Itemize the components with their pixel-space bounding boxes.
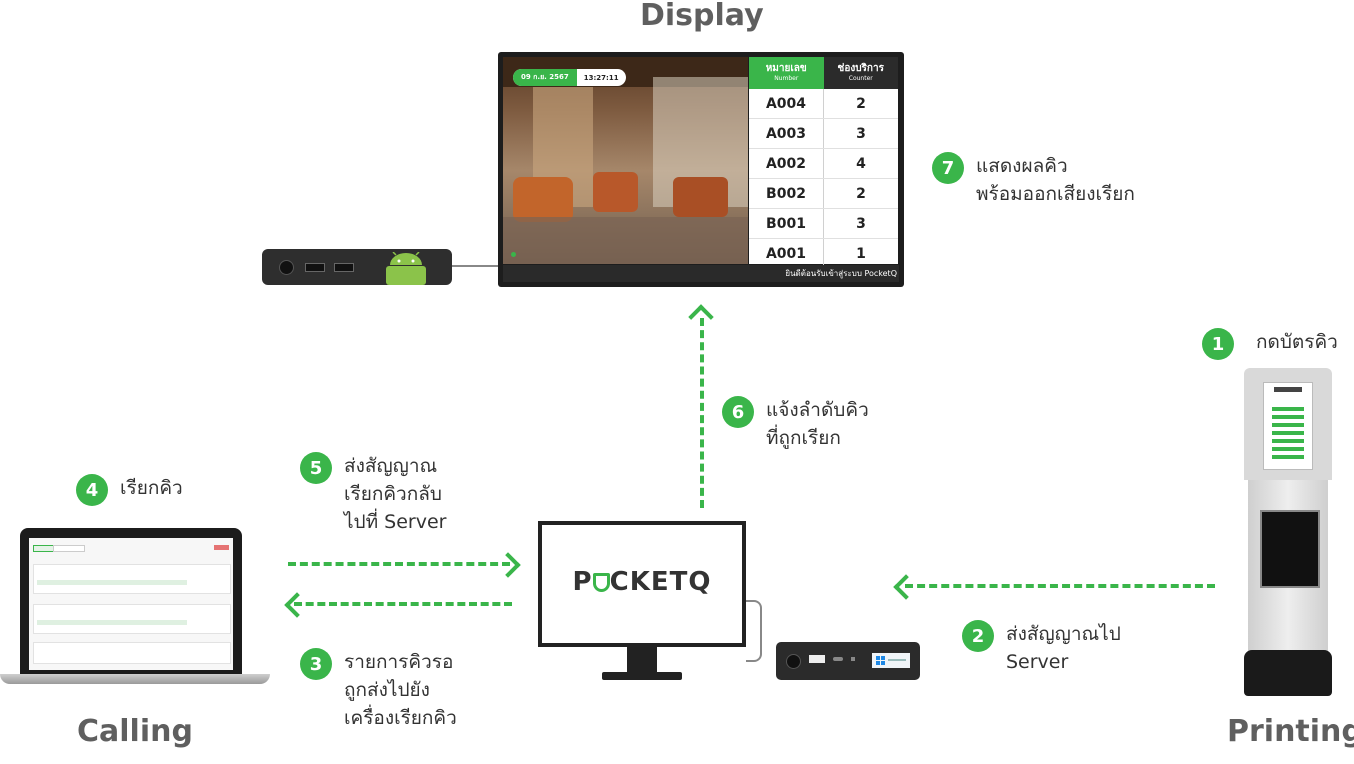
date-text: 09 ก.ย. 2567 <box>513 69 577 86</box>
audio-port <box>279 260 294 275</box>
arrow-6-line <box>700 318 704 508</box>
queue-number: A003 <box>749 119 824 148</box>
step-2-badge: 2 <box>962 620 994 652</box>
step-3: 3 รายการคิวรอ ถูกส่งไปยัง เครื่องเรียกคิ… <box>300 648 457 732</box>
queue-number: B001 <box>749 209 824 238</box>
queue-number: A001 <box>749 239 824 268</box>
step-4-text: เรียกคิว <box>120 477 183 499</box>
hdmi-port <box>305 263 325 272</box>
usb-port <box>334 263 354 272</box>
step-4: 4 เรียกคิว <box>76 474 183 506</box>
step-3-text: รายการคิวรอ ถูกส่งไปยัง เครื่องเรียกคิว <box>344 651 457 729</box>
queue-counter: 1 <box>856 245 866 262</box>
queue-counter: 4 <box>856 155 866 172</box>
monitor-neck <box>627 647 657 675</box>
kiosk-base <box>1244 650 1332 696</box>
arrow-2-line <box>905 584 1215 588</box>
server-cable <box>746 600 762 662</box>
monitor-base <box>602 672 682 680</box>
header-counter-label: ช่องบริการ <box>837 63 884 74</box>
mini-pc <box>776 642 920 680</box>
time-text: 13:27:11 <box>583 73 619 82</box>
pocketq-logo-icon <box>592 573 610 592</box>
restaurant-photo: 09 ก.ย. 2567 13:27:11 <box>503 57 748 264</box>
step-5: 5 ส่งสัญญาณ เรียกคิวกลับ ไปที่ Server <box>300 452 447 536</box>
printing-title: Printing <box>1227 714 1354 749</box>
arrow-3-head <box>284 592 310 618</box>
status-dot <box>511 252 516 257</box>
step-4-badge: 4 <box>76 474 108 506</box>
step-7-text: แสดงผลคิว พร้อมออกเสียงเรียก <box>976 155 1135 205</box>
display-title: Display <box>640 0 764 33</box>
header-number: หมายเลข Number <box>749 57 824 89</box>
queue-counter: 3 <box>856 125 866 142</box>
header-number-label: หมายเลข <box>765 63 807 74</box>
step-2-text: ส่งสัญญาณไป Server <box>1006 623 1121 673</box>
queue-row: A003 3 <box>749 119 898 149</box>
step-6-badge: 6 <box>722 396 754 428</box>
usb-c-port <box>833 657 843 661</box>
arrow-6-head <box>688 304 714 330</box>
ticker-text: ยินดีต้อนรับเข้าสู่ระบบ PocketQ <box>503 265 899 282</box>
step-3-badge: 3 <box>300 648 332 680</box>
header-counter-sub: Counter <box>848 75 873 82</box>
calling-title: Calling <box>77 714 193 749</box>
queue-number: A004 <box>749 89 824 118</box>
queue-counter: 3 <box>856 215 866 232</box>
queue-row: B001 3 <box>749 209 898 239</box>
kiosk-logo-icon <box>1274 387 1302 392</box>
queue-number: A002 <box>749 149 824 178</box>
power-button <box>786 654 801 669</box>
logo-left: P <box>572 567 593 597</box>
android-box <box>262 249 452 285</box>
step-5-badge: 5 <box>300 452 332 484</box>
kiosk-screen <box>1263 382 1313 470</box>
queue-number: B002 <box>749 179 824 208</box>
header-counter: ช่องบริการ Counter <box>823 57 898 89</box>
datetime-pill: 09 ก.ย. 2567 13:27:11 <box>513 69 626 86</box>
kiosk <box>1244 368 1332 696</box>
arrow-5-line <box>288 562 510 566</box>
step-5-text: ส่งสัญญาณ เรียกคิวกลับ ไปที่ Server <box>344 455 447 533</box>
display-cable <box>452 265 498 267</box>
step-2: 2 ส่งสัญญาณไป Server <box>962 620 1121 676</box>
header-number-sub: Number <box>774 75 799 82</box>
server-monitor: P CKETQ <box>538 521 746 647</box>
step-1-badge: 1 <box>1202 328 1234 360</box>
android-icon <box>386 252 426 285</box>
arrow-5-head <box>495 552 521 578</box>
kiosk-printer-slot <box>1260 510 1320 588</box>
queue-row: A004 2 <box>749 89 898 119</box>
step-7: 7 แสดงผลคิว พร้อมออกเสียงเรียก <box>932 152 1135 208</box>
logo-right: CKETQ <box>609 567 712 597</box>
display-screen: 09 ก.ย. 2567 13:27:11 หมายเลข Number ช่อ… <box>498 52 904 287</box>
laptop-base <box>0 674 270 684</box>
queue-counter: 2 <box>856 185 866 202</box>
pocketq-logo: P CKETQ <box>542 567 742 597</box>
laptop-screen <box>29 538 233 670</box>
step-1-text: กดบัตรคิว <box>1256 331 1338 353</box>
usb-a-port <box>809 655 825 663</box>
step-1: 1 กดบัตรคิว <box>1202 328 1338 360</box>
windows-icon <box>872 653 910 668</box>
arrow-2-head <box>893 574 919 600</box>
laptop <box>0 528 270 688</box>
step-6: 6 แจ้งลำดับคิว ที่ถูกเรียก <box>722 396 869 452</box>
step-6-text: แจ้งลำดับคิว ที่ถูกเรียก <box>766 399 869 449</box>
queue-row: A002 4 <box>749 149 898 179</box>
led-dot <box>851 657 855 661</box>
step-7-badge: 7 <box>932 152 964 184</box>
arrow-3-line <box>294 602 512 606</box>
queue-table-header: หมายเลข Number ช่องบริการ Counter <box>749 57 898 89</box>
queue-counter: 2 <box>856 95 866 112</box>
queue-row: B002 2 <box>749 179 898 209</box>
